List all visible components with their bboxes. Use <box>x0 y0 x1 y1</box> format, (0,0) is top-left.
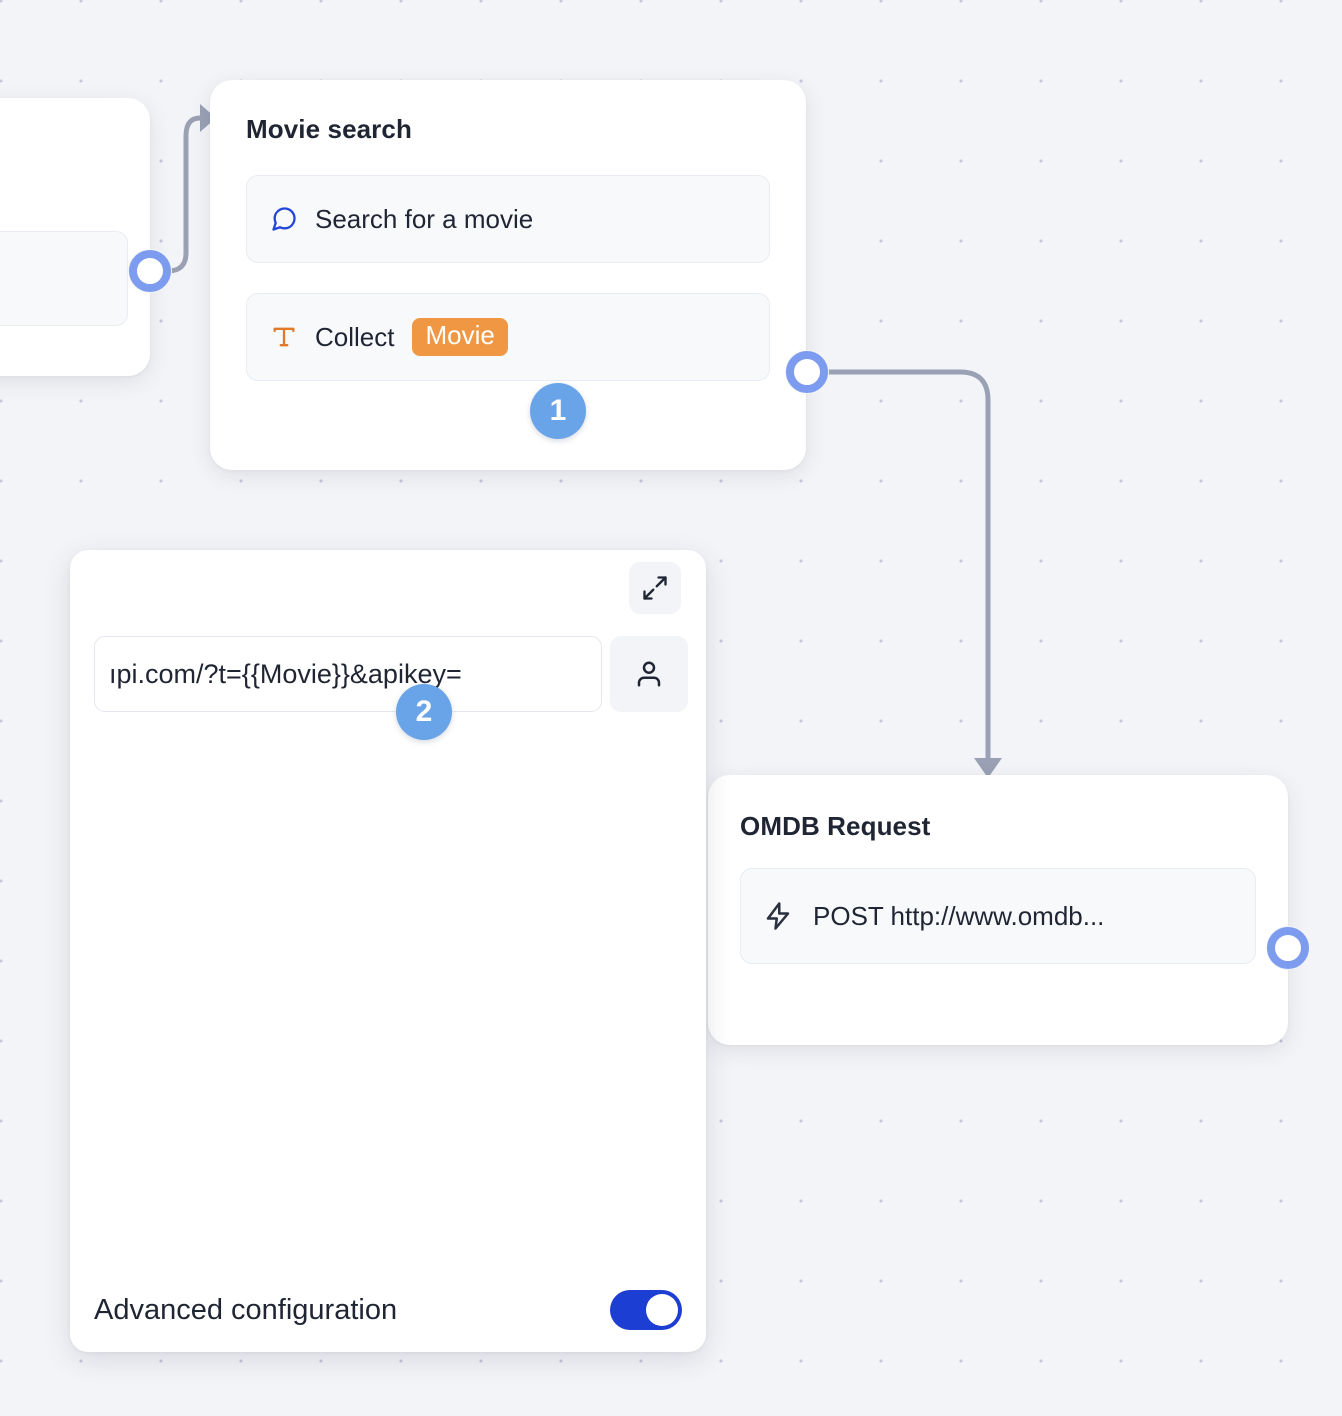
node-omdb-request[interactable]: OMDB Request POST http://www.omdb... <box>708 775 1288 1045</box>
person-icon <box>634 659 664 689</box>
node-title-omdb-request: OMDB Request <box>740 811 931 841</box>
node-row-label: Collect <box>315 321 395 352</box>
handle-left-node-output[interactable] <box>128 249 172 293</box>
step-badge-1: 1 <box>530 383 586 439</box>
step-badge-2: 2 <box>396 684 452 740</box>
partial-node-row[interactable] <box>0 231 128 326</box>
text-t-icon <box>269 322 299 352</box>
request-config-panel[interactable]: ıpi.com/?t={{Movie}}&apikey= Advanced co… <box>70 550 706 1352</box>
node-movie-search[interactable]: Movie search Search for a movie Collect … <box>210 80 806 470</box>
node-title-movie-search: Movie search <box>246 114 412 144</box>
advanced-configuration-toggle[interactable] <box>610 1290 682 1330</box>
url-row: ıpi.com/?t={{Movie}}&apikey= <box>94 636 688 712</box>
partial-node-left[interactable] <box>0 98 150 376</box>
handle-omdb-request-output[interactable] <box>1266 926 1310 970</box>
expand-diagonal-icon <box>641 574 669 602</box>
url-person-button[interactable] <box>610 636 688 712</box>
advanced-configuration-row: Advanced configuration <box>94 1290 682 1330</box>
advanced-configuration-label: Advanced configuration <box>94 1293 398 1326</box>
message-bubble-icon <box>269 204 299 234</box>
node-row-post-request[interactable]: POST http://www.omdb... <box>740 868 1256 964</box>
expand-panel-button[interactable] <box>629 562 681 614</box>
node-row-search-for-a-movie[interactable]: Search for a movie <box>246 175 770 263</box>
variable-tag-movie[interactable]: Movie <box>412 317 508 357</box>
node-row-label: POST http://www.omdb... <box>813 900 1105 931</box>
node-row-collect-movie[interactable]: Collect Movie <box>246 293 770 381</box>
url-input[interactable]: ıpi.com/?t={{Movie}}&apikey= <box>94 636 602 712</box>
lightning-bolt-icon <box>763 901 793 931</box>
node-row-label: Search for a movie <box>315 203 534 234</box>
handle-movie-search-output[interactable] <box>785 350 829 394</box>
